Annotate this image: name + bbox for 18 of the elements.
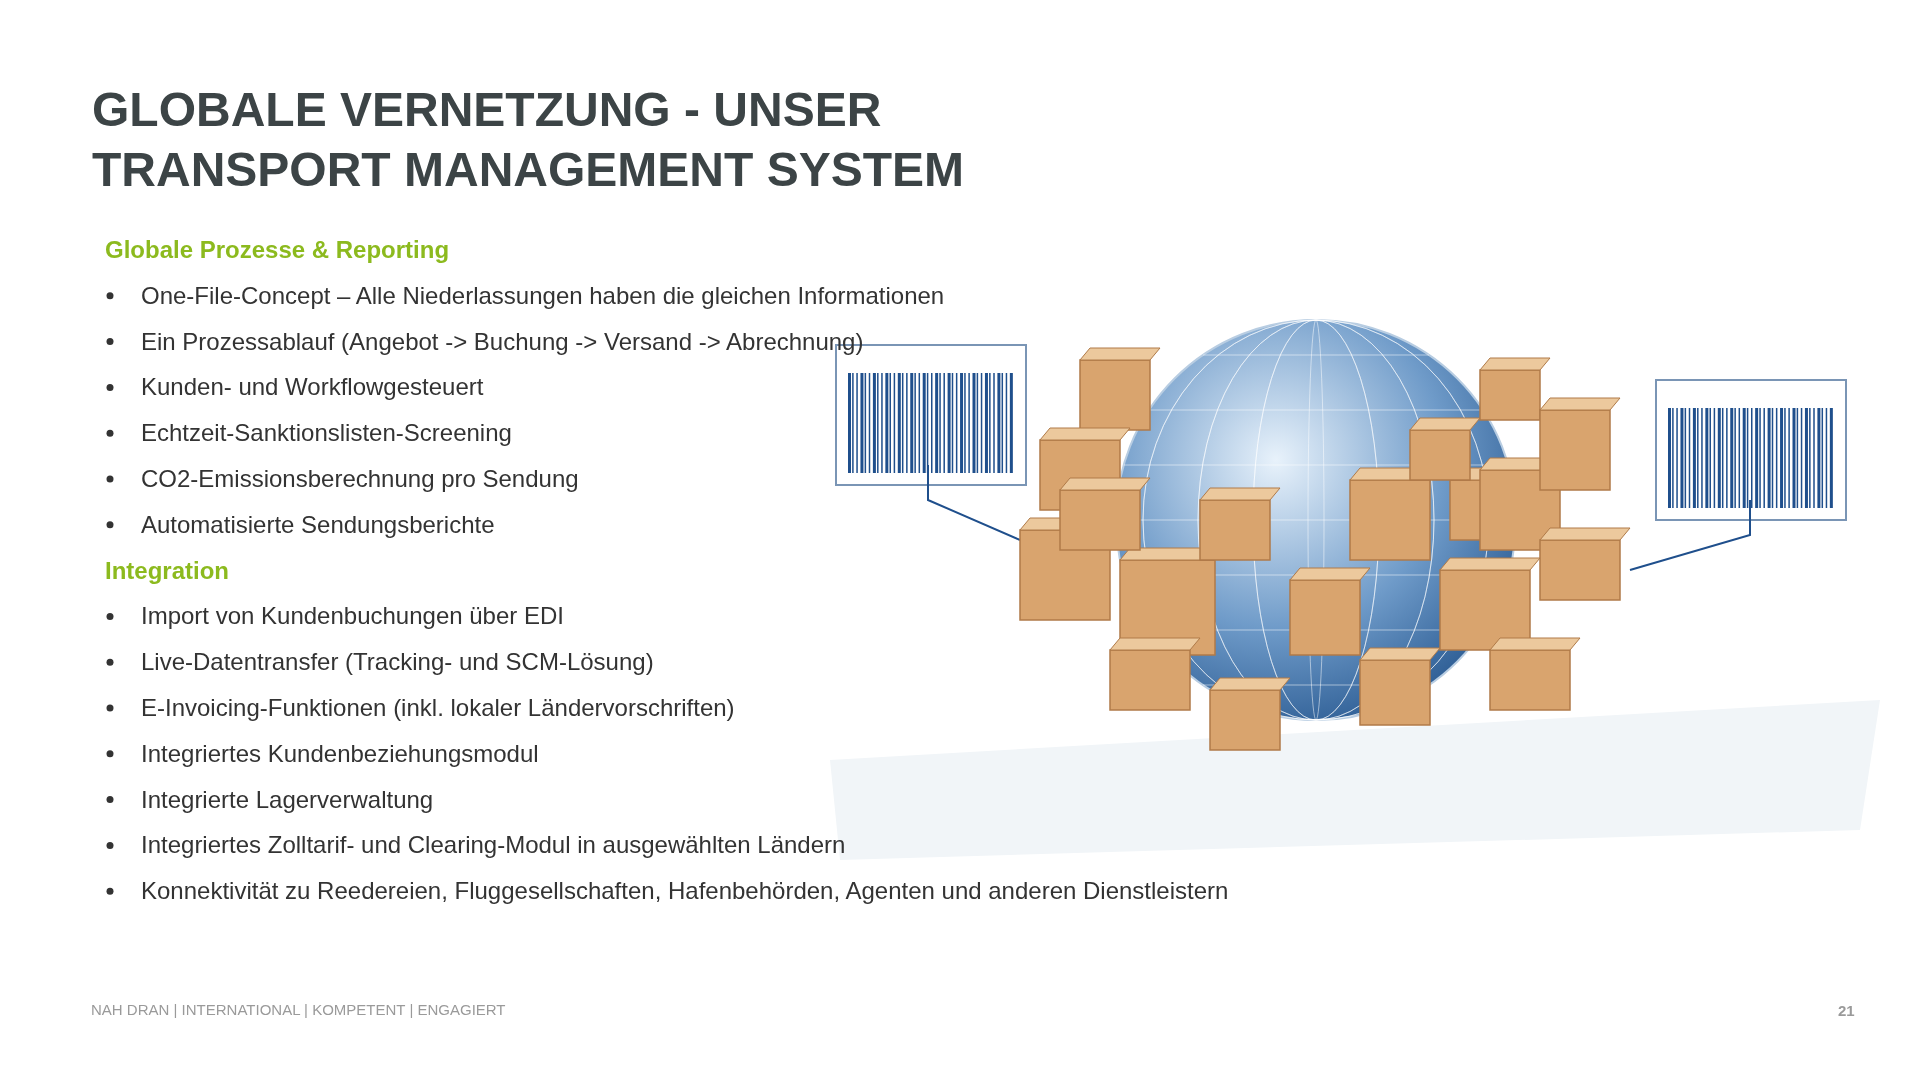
bullet-text: CO2-Emissionsberechnung pro Sendung [141,465,579,493]
page-number: 21 [1838,1002,1855,1019]
footer-text: NAH DRAN | INTERNATIONAL | KOMPETENT | ENGAGIERT [91,1001,506,1018]
bullet-text: Integriertes Zolltarif- und Clearing-Modul in ausgewählten Ländern [141,831,846,860]
bullet-text: Ein Prozessablauf (Angebot -> Buchung -> Versand -> Abrechnung) [141,327,864,356]
bullet-text: Integrierte Lagerverwaltung [141,785,434,814]
bullet-text: Konnektivität zu Reedereien, Fluggesellschaften, Hafenbehörden, Agenten und anderen Dienstleistern [141,877,1229,906]
bullet-text: Echtzeit-Sanktionslisten-Screening [141,419,512,448]
bullet-text: Kunden- und Workflowgesteuert [141,373,484,402]
slide-title: GLOBALE VERNETZUNG - UNSER TRANSPORT MANAGEMENT SYSTEM [92,82,965,198]
bullet-text: E-Invoicing-Funktionen (inkl. lokaler Ländervorschriften) [141,694,735,722]
section-heading: Integration [105,556,229,585]
bullet-text: One-File-Concept – Alle Niederlassungen haben die gleichen Informationen [141,281,945,310]
bullet-text: Automatisierte Sendungsberichte [141,510,495,539]
bullet-text: Live-Datentransfer (Tracking- und SCM-Lösung) [141,648,654,677]
section-heading: Globale Prozesse & Reporting [105,236,450,264]
bullet-text: Integriertes Kundenbeziehungsmodul [141,739,539,768]
bullet-text: Import von Kundenbuchungen über EDI [141,602,564,631]
